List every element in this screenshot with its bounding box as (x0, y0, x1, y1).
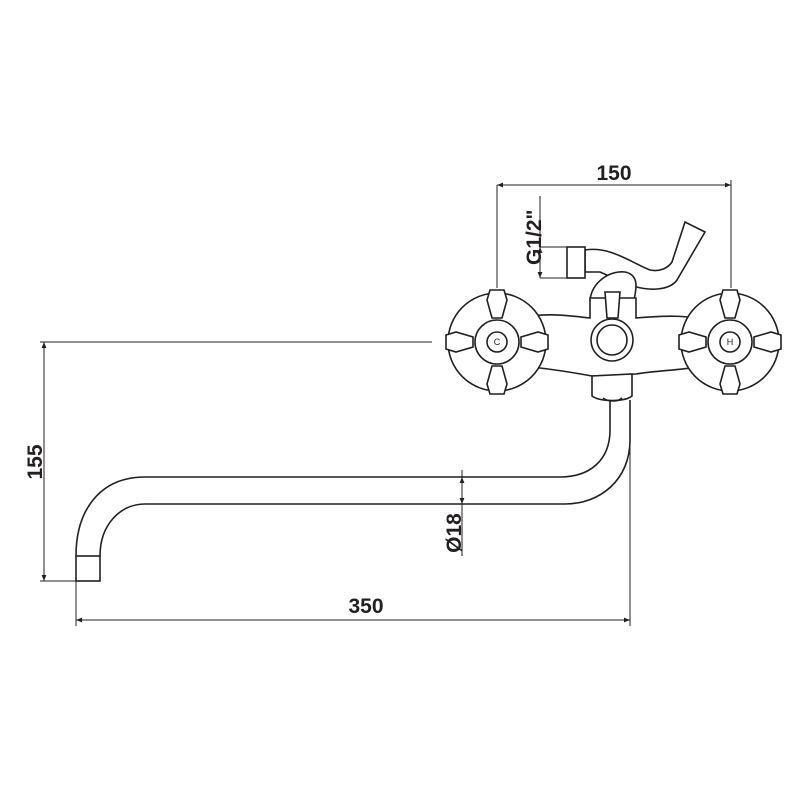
dimension-155-label: 155 (24, 444, 47, 479)
cold-indicator (486, 331, 508, 353)
hot-label: H (727, 337, 734, 347)
cold-handle: C (445, 289, 549, 395)
diverter-knob (590, 291, 634, 362)
dimension-350-label: 350 (348, 595, 383, 618)
dimension-150: 150 (496, 162, 732, 288)
dimension-diameter: Ø18 (443, 470, 466, 556)
spout-nozzle (75, 555, 101, 582)
hot-indicator (719, 331, 741, 353)
dimension-inlet-thread: G1/2" (523, 196, 570, 279)
diameter-label: Ø18 (443, 513, 466, 553)
cold-label: C (494, 337, 501, 347)
mixer-lever (584, 220, 707, 301)
inlet-thread-label: G1/2" (523, 210, 546, 265)
dimension-150-label: 150 (596, 162, 631, 185)
spout-outlet (591, 373, 633, 402)
hot-handle: H (678, 289, 782, 395)
dimension-155: 155 (24, 341, 432, 582)
spout-pipe (75, 400, 631, 582)
dimension-350: 350 (75, 400, 631, 626)
inlet-nut (566, 246, 586, 279)
